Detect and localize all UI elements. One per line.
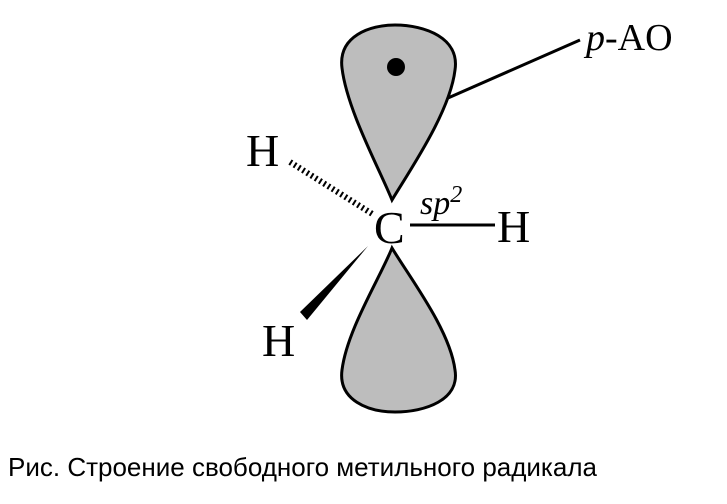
hybridization-label-base: sp: [420, 185, 450, 222]
wedge-bond-bottom-h: [300, 246, 368, 320]
hydrogen-right-label: H: [497, 201, 530, 252]
hydrogen-bottom-label: H: [262, 315, 295, 366]
p-orbital-upper-lobe: [340, 23, 457, 204]
hydrogen-top-label: H: [246, 125, 279, 176]
figure-caption: Рис. Строение свободного метильного ради…: [8, 452, 597, 482]
unpaired-electron-dot: [387, 58, 405, 76]
carbon-atom-label: C: [374, 202, 405, 253]
p-orbital-label-suffix: -AO: [605, 17, 673, 59]
hashed-bond-top-h: [288, 159, 376, 218]
hybridization-label-superscript: 2: [450, 182, 462, 208]
p-orbital-label-prefix: p: [583, 17, 605, 59]
p-orbital-label: p-AO: [583, 17, 673, 59]
p-orbital-lower-lobe: [340, 244, 457, 414]
hybridization-label: sp2: [420, 182, 462, 222]
p-orbital-leader-line: [447, 38, 581, 100]
